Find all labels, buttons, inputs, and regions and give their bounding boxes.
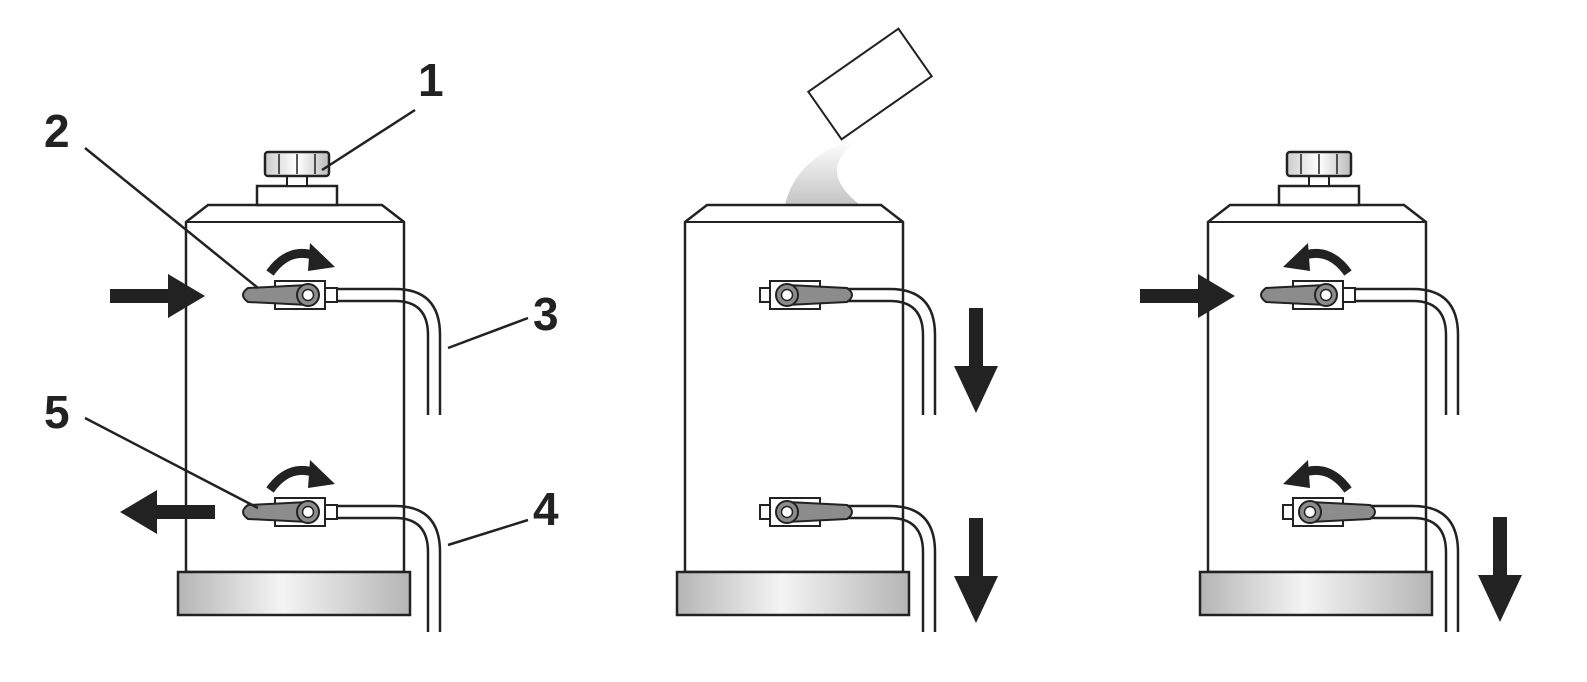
- callout-5: 5: [44, 386, 70, 438]
- tank-body: [176, 203, 412, 617]
- callout-1: 1: [418, 54, 444, 106]
- valve-handle: [1260, 283, 1338, 307]
- inlet-valve: [759, 280, 937, 415]
- inlet-valve: [242, 243, 442, 415]
- inlet-hose: [337, 287, 442, 415]
- salt-packet: [806, 27, 934, 141]
- outlet-hose: [337, 504, 442, 632]
- callout-4: 4: [533, 483, 559, 535]
- leader-line-5: [84, 416, 259, 510]
- callout-2: 2: [44, 105, 70, 157]
- leader-line-1: [321, 108, 416, 172]
- panel-rinse: [1140, 150, 1522, 632]
- drain-arrow-icon: [1478, 517, 1522, 622]
- valve-handle: [775, 500, 853, 524]
- panel-regeneration: [675, 27, 998, 632]
- leader-line-2: [84, 147, 259, 289]
- tank-cap: [255, 150, 339, 207]
- drain-arrow-icon: [954, 518, 998, 623]
- tank-body: [1198, 203, 1434, 617]
- panel-operating: 1 2 3 4 5: [44, 54, 559, 632]
- valve-handle: [242, 500, 320, 524]
- valve-handle: [775, 283, 853, 307]
- valve-handle: [242, 283, 320, 307]
- tank-body: [675, 203, 911, 617]
- outlet-valve: [759, 497, 937, 632]
- drain-arrow-icon: [954, 308, 998, 413]
- salt-stream: [785, 140, 860, 205]
- outlet-valve: [1283, 460, 1460, 632]
- inlet-valve: [1260, 243, 1460, 415]
- leader-line-4: [447, 518, 529, 547]
- leader-line-3: [447, 316, 529, 350]
- outlet-valve: [242, 460, 442, 632]
- tank-cap: [1277, 150, 1361, 207]
- valve-handle: [1298, 500, 1376, 524]
- callout-3: 3: [533, 288, 559, 340]
